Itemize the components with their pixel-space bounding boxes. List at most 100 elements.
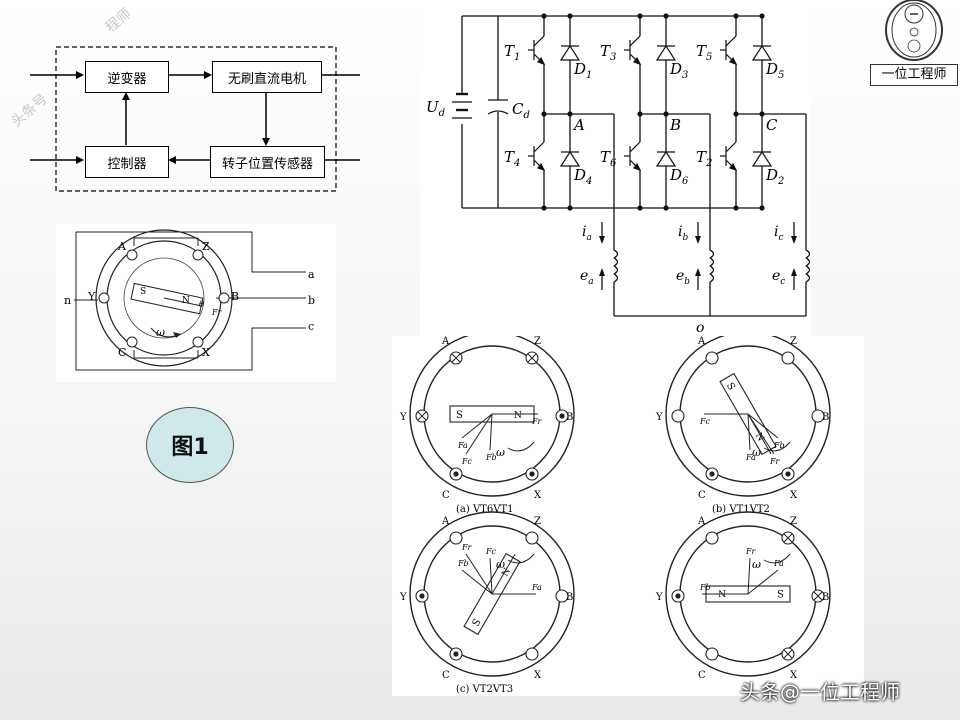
ms-phase-X: X — [202, 346, 210, 359]
slot-circle — [449, 531, 463, 545]
phase-label-Y: Y — [655, 412, 663, 423]
junction-dot — [541, 205, 547, 211]
phase-label-Z: Z — [534, 336, 541, 347]
phase-label-C: C — [698, 490, 706, 501]
rotor-s: S — [777, 587, 784, 598]
diode-symbol — [751, 150, 773, 167]
force-label: Fr — [461, 543, 473, 552]
state-caption: (b) VT1VT2 — [712, 504, 770, 515]
phase-label-X: X — [534, 490, 542, 501]
winding-coil — [805, 249, 811, 259]
stator-outer — [409, 511, 575, 677]
ms-phase-A: A — [118, 240, 126, 253]
junction-dot — [733, 111, 739, 117]
slot-circle — [705, 351, 719, 365]
phase-label-A: A — [697, 516, 706, 527]
figure-label: 图1 — [146, 407, 234, 483]
force-label: Fb — [699, 583, 711, 592]
slot-dot — [559, 413, 565, 419]
winding-coil — [613, 249, 619, 259]
current-label-c: ic — [774, 224, 784, 243]
ms-theta: θ — [199, 300, 204, 309]
ms-terminal-c: c — [308, 320, 315, 333]
inverter-block: 逆变器 — [85, 61, 169, 93]
emf-arrowhead — [791, 268, 797, 276]
neutral-label: o — [696, 320, 704, 336]
ms-rotor-s: S — [140, 287, 147, 297]
omega-arc — [763, 441, 791, 452]
force-label: Fb — [773, 441, 785, 450]
transistor-label-T3: T3 — [600, 42, 616, 63]
omega-label: ω — [752, 558, 761, 571]
rotor-s: S — [456, 410, 463, 421]
motor-cross-section: A Z Y B C X a b c n S N θ Fr ω — [56, 224, 336, 382]
ms-phase-Y: Y — [88, 290, 96, 303]
slot-dot — [785, 471, 791, 477]
force-vector — [461, 569, 493, 595]
slot-dot — [709, 471, 715, 477]
junction-dot — [541, 111, 547, 117]
slot-cross — [417, 411, 427, 421]
slot-cross — [783, 649, 793, 659]
force-label: Fc — [485, 547, 497, 556]
junction-dot — [733, 205, 739, 211]
block-diagram-wires — [30, 46, 360, 192]
force-vector — [465, 553, 493, 595]
winding-coil — [805, 265, 811, 275]
omega-arc — [763, 553, 791, 564]
phase-label-X: X — [790, 670, 798, 681]
emf-label-a: ea — [580, 268, 594, 287]
phase-label-C: C — [442, 670, 450, 681]
junction-dot — [759, 13, 765, 19]
winding-coil — [613, 257, 619, 267]
block-diagram: 逆变器 无刷直流电机 控制器 转子位置传感器 头条号 程师 — [0, 0, 360, 210]
junction-dot — [637, 205, 643, 211]
omega-label: ω — [496, 558, 505, 571]
force-label: Fb — [485, 453, 497, 462]
force-label: Fc — [699, 417, 711, 426]
phase-label-Z: Z — [790, 516, 797, 527]
watermark-bottom: 头条@一位工程师 — [740, 680, 900, 704]
ms-phase-B: B — [231, 290, 240, 303]
phase-label-C: C — [698, 670, 706, 681]
force-vector — [465, 413, 493, 455]
phase-label-C: C — [442, 490, 450, 501]
logo-text: 一位工程师 — [870, 64, 958, 86]
transistor-symbol — [528, 35, 546, 66]
junction-dot — [759, 205, 765, 211]
junction-dot — [637, 111, 643, 117]
slot-circle — [525, 531, 539, 545]
state-caption: (c) VT2VT3 — [456, 684, 513, 695]
slot-dot — [453, 471, 459, 477]
logo-emblem — [885, 0, 943, 61]
current-label-b: ib — [678, 224, 688, 243]
source-label: Ud — [426, 98, 445, 119]
junction-dot — [541, 13, 547, 19]
slot-cross — [451, 353, 461, 363]
rotor-s: S — [471, 617, 484, 629]
node-label-C: C — [766, 116, 778, 134]
omega-arc — [507, 553, 535, 564]
slot-circle — [671, 409, 685, 423]
emf-label-b: eb — [676, 268, 690, 287]
phase-label-X: X — [534, 670, 542, 681]
rotor-n: N — [753, 432, 766, 444]
transistor-label-T5: T5 — [696, 42, 712, 63]
force-label: Fr — [531, 417, 543, 426]
node-label-B: B — [669, 116, 681, 134]
slot-circle — [525, 647, 539, 661]
junction-dot — [759, 111, 765, 117]
force-vector — [489, 413, 493, 451]
diode-label-D1: D1 — [573, 60, 592, 81]
force-label: Fa — [773, 559, 784, 568]
force-vector — [747, 413, 751, 451]
ms-terminal-a: a — [308, 268, 315, 281]
omega-label: ω — [752, 446, 761, 459]
brand-logo: 一位工程师 — [868, 0, 960, 88]
rotor-bar: SN — [463, 552, 521, 636]
